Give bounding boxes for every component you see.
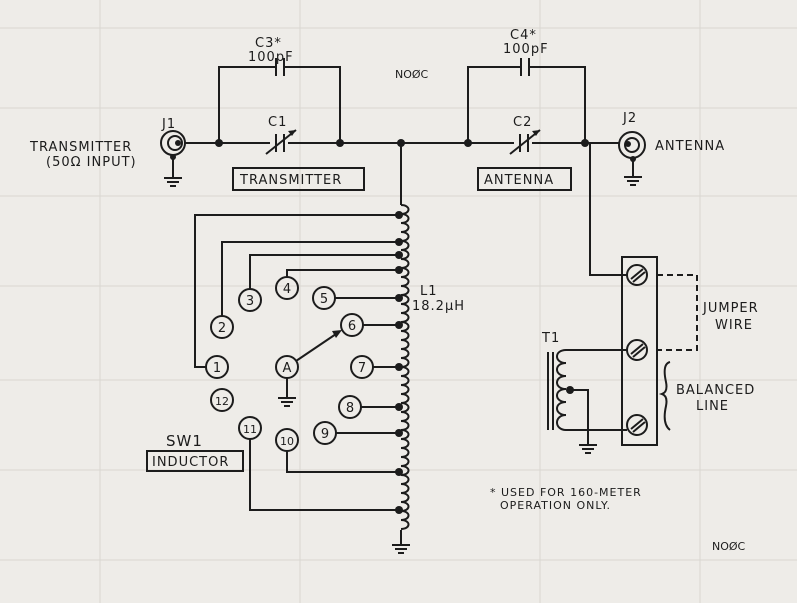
switch-tap-wires xyxy=(194,214,398,511)
l1-tap-dot xyxy=(395,468,403,476)
position-circle xyxy=(350,355,374,379)
c1-ref: C1 xyxy=(268,115,287,130)
position-label: 5 xyxy=(320,292,328,307)
t1-ref: T1 xyxy=(541,331,560,346)
l1-tap-dot xyxy=(395,238,403,246)
j2-ref: J2 xyxy=(622,111,637,126)
position-circle xyxy=(275,276,299,300)
l1-tap-dot xyxy=(395,506,403,514)
balanced-label-2: LINE xyxy=(696,399,729,414)
sw1-rotor-A[interactable]: A xyxy=(275,355,299,379)
jumper-label-2: WIRE xyxy=(715,318,753,333)
transmitter-box-label: TRANSMITTER xyxy=(239,173,342,188)
position-label: 8 xyxy=(346,401,354,416)
l1-tap-dot xyxy=(395,251,403,259)
c4-value: 100pF xyxy=(503,42,549,57)
sw1-position-5[interactable]: 5 xyxy=(312,286,336,310)
sw1-position-10[interactable]: 10 xyxy=(275,428,299,452)
rotor-arrow-icon xyxy=(332,330,342,338)
position-circle xyxy=(275,428,299,452)
position-label: 9 xyxy=(321,427,329,442)
j1-coax-connector xyxy=(160,130,186,187)
sw1-ref: SW1 xyxy=(166,432,203,450)
antenna-label-box xyxy=(477,167,572,191)
position-label: 7 xyxy=(358,361,366,376)
sw1-position-8[interactable]: 8 xyxy=(338,395,362,419)
position-label: 10 xyxy=(280,435,294,448)
sw1-position-7[interactable]: 7 xyxy=(350,355,374,379)
c3-ref: C3* xyxy=(255,36,282,51)
c4-wires xyxy=(467,66,586,143)
l1-tap-dot xyxy=(395,294,403,302)
c3-value: 100pF xyxy=(248,50,294,65)
position-label: 1 xyxy=(213,361,221,376)
watermark-bottom: NOØC xyxy=(712,540,746,553)
sw1-position-3[interactable]: 3 xyxy=(238,288,262,312)
sw1-rotor-wires xyxy=(278,333,337,407)
t1-transformer xyxy=(547,349,627,454)
position-circle xyxy=(313,421,337,445)
l1-ground xyxy=(392,143,410,554)
inductor-label-box xyxy=(146,450,244,472)
jumper-label-1: JUMPER xyxy=(702,301,759,316)
inductor-box-label: INDUCTOR xyxy=(152,455,229,470)
note-line-2: OPERATION ONLY. xyxy=(500,499,611,512)
c1-arrow-icon xyxy=(288,130,296,136)
c4-capacitor xyxy=(520,58,530,76)
position-circle xyxy=(205,355,229,379)
sw1-position-11[interactable]: 11 xyxy=(238,416,262,440)
position-circle xyxy=(210,388,234,412)
position-label: 4 xyxy=(283,282,291,297)
sw1-position-12[interactable]: 12 xyxy=(210,388,234,412)
j1-label: TRANSMITTER xyxy=(29,140,132,155)
c4-ref: C4* xyxy=(510,28,537,43)
terminal-screws xyxy=(626,264,648,436)
c3-capacitor xyxy=(275,58,285,76)
position-circle xyxy=(238,288,262,312)
l1-tap-dot xyxy=(395,363,403,371)
j2-label: ANTENNA xyxy=(655,139,725,154)
sw1-position-6[interactable]: 6 xyxy=(340,313,364,337)
j2-coax-connector xyxy=(618,131,646,186)
position-label: 3 xyxy=(246,294,254,309)
position-circle xyxy=(238,416,262,440)
balanced-brace xyxy=(658,361,671,431)
l1-ref: L1 xyxy=(420,284,438,299)
rotor-label: A xyxy=(283,361,292,376)
position-circle xyxy=(338,395,362,419)
jumper-wire[interactable] xyxy=(657,274,698,351)
sw1-position-2[interactable]: 2 xyxy=(210,315,234,339)
j1-sublabel: (50Ω INPUT) xyxy=(46,155,137,170)
antenna-box-label: ANTENNA xyxy=(484,173,554,188)
transmitter-label-box xyxy=(232,167,365,191)
position-circle xyxy=(340,313,364,337)
sw1-position-1[interactable]: 1 xyxy=(205,355,229,379)
c2-ref: C2 xyxy=(513,115,532,130)
l1-tap-dot xyxy=(395,321,403,329)
c2-arrow-icon xyxy=(532,130,540,136)
balanced-label-1: BALANCED xyxy=(676,383,755,398)
note-line-1: * USED FOR 160-METER xyxy=(490,486,642,499)
position-circle xyxy=(210,315,234,339)
j1-ref: J1 xyxy=(161,117,176,132)
l1-tap-dot xyxy=(395,429,403,437)
l1-tap-dot xyxy=(395,211,403,219)
position-label: 11 xyxy=(243,423,257,436)
l1-value: 18.2µH xyxy=(412,299,465,314)
l1-tap-dot xyxy=(395,403,403,411)
sw1-position-4[interactable]: 4 xyxy=(275,276,299,300)
position-label: 12 xyxy=(215,395,229,408)
position-circle xyxy=(312,286,336,310)
l1-tap-dot xyxy=(395,266,403,274)
position-label: 2 xyxy=(218,321,226,336)
c3-wires xyxy=(218,66,341,143)
watermark-top: NOØC xyxy=(395,68,429,81)
position-label: 6 xyxy=(348,319,356,334)
antenna-to-strip-wire xyxy=(589,143,627,276)
sw1-position-9[interactable]: 9 xyxy=(313,421,337,445)
